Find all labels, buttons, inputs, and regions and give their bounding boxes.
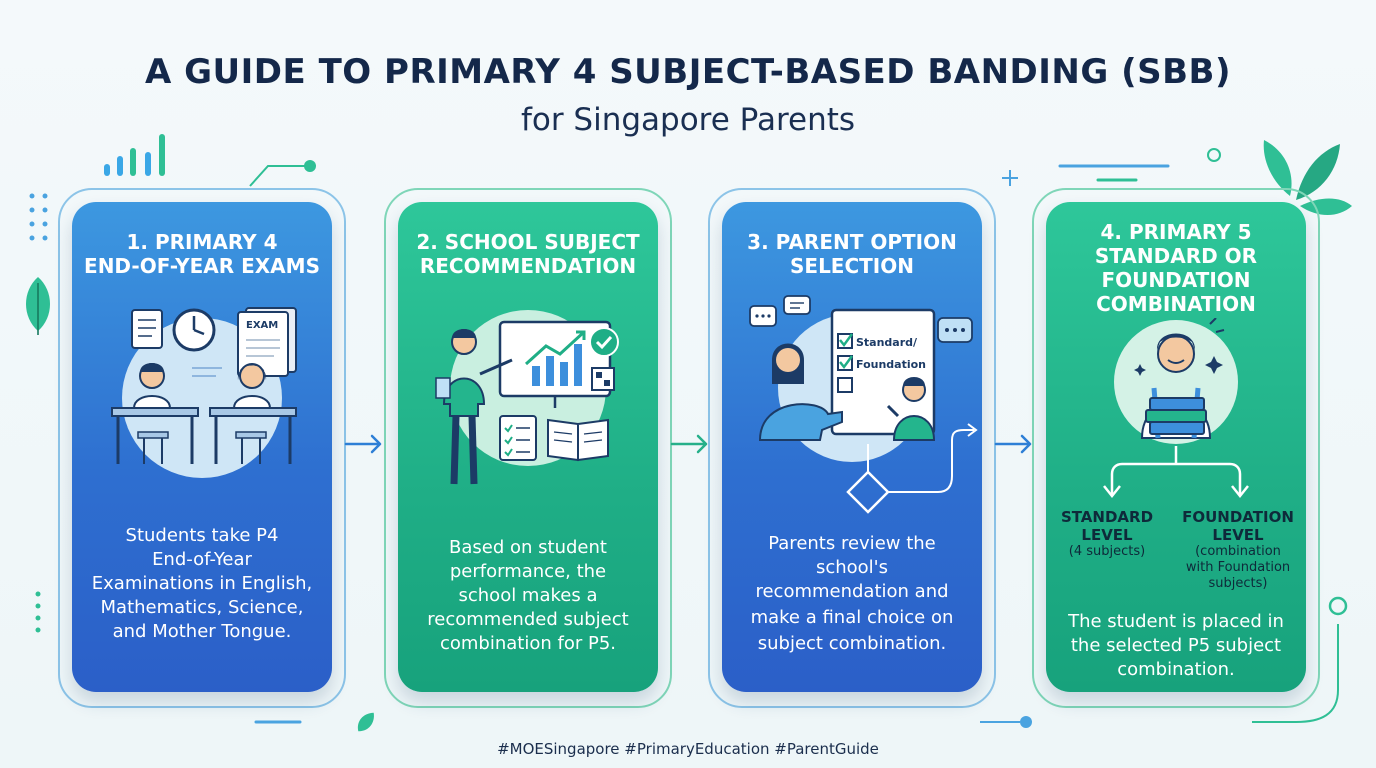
step-4-title-line: STANDARD OR <box>1094 244 1258 268</box>
student-girl-icon <box>232 363 272 409</box>
step-2-title-line1: 2. SCHOOL SUBJECT <box>416 230 640 254</box>
clock-icon <box>172 308 216 352</box>
chat-bubble-icon <box>937 317 973 343</box>
desk-icon <box>111 407 199 464</box>
decision-flow-icon <box>846 423 978 514</box>
flow-arrow-1 <box>344 434 382 454</box>
child-icon <box>886 377 936 441</box>
sparkle-icon <box>1209 318 1225 333</box>
step-2-desc-line: performance, the <box>449 561 607 582</box>
checklist-option: Foundation <box>856 358 926 371</box>
book-stack-icon <box>1145 397 1207 435</box>
level-detail: with Foundation <box>1185 560 1291 575</box>
checklist-clipboard-icon <box>499 415 537 461</box>
plus-icon <box>1002 170 1018 186</box>
sparkle-icon <box>1134 364 1146 376</box>
teacher-presentation-illustration <box>435 310 619 485</box>
qr-code-icon <box>591 367 615 391</box>
document-icon <box>131 309 163 349</box>
step-3-title-line1: 3. PARENT OPTION <box>747 230 957 254</box>
flow-arrow-2 <box>670 434 708 454</box>
step-3-title-line2: SELECTION <box>790 254 914 278</box>
step-2-desc-line: recommended subject <box>427 609 629 630</box>
sparkle-icon <box>1205 356 1223 374</box>
teacher-icon <box>435 329 513 485</box>
step-1-title-line2: END-OF-YEAR EXAMS <box>84 254 320 278</box>
node-dot-icon <box>1020 716 1032 728</box>
step-2-frame <box>384 188 672 708</box>
open-book-icon <box>547 418 609 462</box>
dot-column-icon <box>35 591 41 633</box>
leaf-icon <box>26 277 50 335</box>
step-1-desc-line: and Mother Tongue. <box>112 621 292 642</box>
step-card-3: 3. PARENT OPTION SELECTION Standard/ Fou… <box>722 202 982 692</box>
step-2-desc-line: combination for P5. <box>439 633 616 654</box>
parent-child-selection-illustration: Standard/ Foundation <box>749 295 978 514</box>
step-card-2: 2. SCHOOL SUBJECT RECOMMENDATION <box>398 202 658 692</box>
step-4-frame <box>1032 188 1320 708</box>
level-name: LEVEL <box>1212 526 1264 544</box>
level-detail: subjects) <box>1208 576 1268 591</box>
flow-arrow-3 <box>994 434 1032 454</box>
step-2-desc-line: Based on student <box>449 537 607 558</box>
split-arrow-icon <box>1103 446 1249 498</box>
step-3-desc-line: school's <box>815 557 889 578</box>
step-3-desc-line: recommendation and <box>755 581 949 602</box>
level-name: STANDARD <box>1060 508 1154 526</box>
presentation-board-icon <box>498 320 612 408</box>
exam-label: EXAM <box>246 320 278 331</box>
step-1-frame <box>58 188 346 708</box>
step-4-title-line: 4. PRIMARY 5 <box>1100 220 1252 244</box>
ring-icon <box>1207 148 1221 162</box>
step-3-desc-line: make a final choice on <box>750 607 954 628</box>
step-1-desc-line: End-of-Year <box>152 549 252 570</box>
foundation-level-option: FOUNDATION LEVEL (combination with Found… <box>1174 508 1302 592</box>
checklist-option: Standard/ <box>856 336 918 349</box>
step-2-title-line2: RECOMMENDATION <box>419 254 637 278</box>
selection-form-icon: Standard/ Foundation <box>830 308 936 436</box>
dot-grid-icon <box>29 193 48 241</box>
step-2-desc-line: school makes a <box>458 585 598 606</box>
small-leaf-icon <box>357 712 374 732</box>
step-1-desc-line: Mathematics, Science, <box>100 597 304 618</box>
check-badge-icon <box>589 327 619 357</box>
standard-level-option: STANDARD LEVEL (4 subjects) <box>1052 508 1162 560</box>
parent-icon <box>758 343 843 441</box>
students-exam-illustration: EXAM <box>111 307 297 478</box>
chat-bubble-icon <box>749 295 811 327</box>
page-subtitle: for Singapore Parents <box>520 102 856 138</box>
step-3-desc-line: Parents review the <box>768 533 936 554</box>
step-4-desc-line: combination. <box>1117 659 1235 680</box>
footer-hashtags: #MOESingapore #PrimaryEducation #ParentG… <box>497 740 879 758</box>
step-1-desc-line: Students take P4 <box>125 525 279 546</box>
step-card-1: 1. PRIMARY 4 END-OF-YEAR EXAMS EXAM <box>72 202 332 692</box>
step-3-desc-line: subject combination. <box>757 633 947 654</box>
level-detail: (4 subjects) <box>1068 544 1146 559</box>
node-dot-icon <box>304 160 316 172</box>
step-1-desc-line: Examinations in English, <box>91 573 313 594</box>
level-name: LEVEL <box>1081 526 1133 544</box>
step-3-frame <box>708 188 996 708</box>
student-with-books-illustration <box>1103 318 1249 498</box>
step-1-title-line1: 1. PRIMARY 4 <box>126 230 278 254</box>
ring-icon <box>1328 596 1348 616</box>
page-title: A GUIDE TO PRIMARY 4 SUBJECT-BASED BANDI… <box>144 52 1231 92</box>
step-4-desc-line: the selected P5 subject <box>1070 635 1282 656</box>
level-name: FOUNDATION <box>1182 508 1294 526</box>
step-card-4: 4. PRIMARY 5 STANDARD OR FOUNDATION COMB… <box>1046 202 1306 692</box>
step-4-title-line: FOUNDATION <box>1101 268 1251 292</box>
level-detail: (combination <box>1195 544 1281 559</box>
step-4-desc-line: The student is placed in <box>1068 611 1284 632</box>
exam-paper-icon: EXAM <box>237 307 297 377</box>
desk-icon <box>209 407 297 464</box>
bar-chart-icon <box>104 134 165 176</box>
step-4-title-line: COMBINATION <box>1096 292 1256 316</box>
